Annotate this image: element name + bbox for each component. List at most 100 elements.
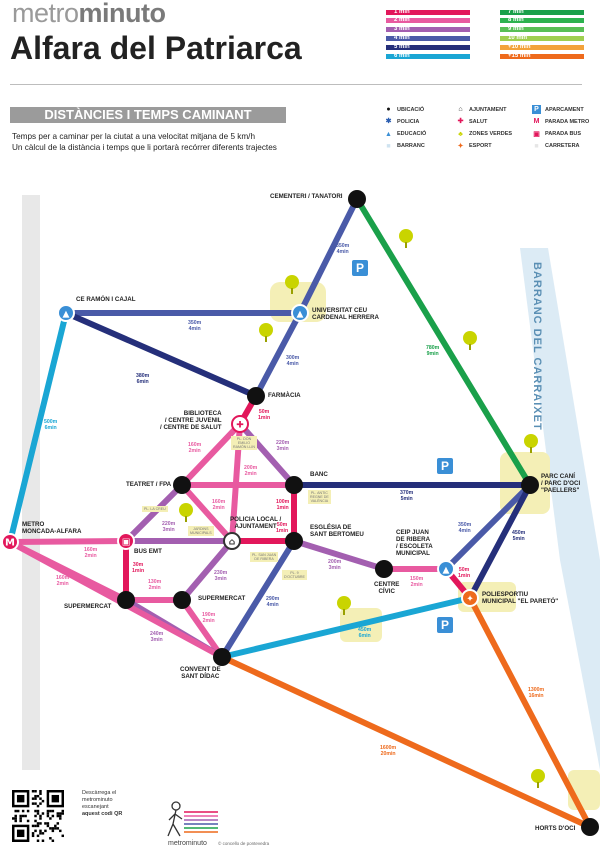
route-line [7, 539, 225, 660]
route-line [219, 538, 297, 660]
distance-label: 240m 3min [150, 631, 164, 643]
legend-label: 4 min [394, 34, 410, 41]
distance-label: 160m 2min [212, 499, 226, 511]
station-label-poliesportiu: POLIESPORTIU MUNICIPAL "EL PARETÓ" [482, 591, 559, 605]
station-node-horts [581, 818, 599, 836]
legend-color-bar: 4 min [386, 34, 470, 41]
key-entry: ▣PARADA BUS [532, 130, 581, 139]
route-line [291, 538, 387, 572]
station-node-centre [375, 560, 393, 578]
key-entry: ✦ESPORT [456, 142, 492, 151]
station-node-poli [461, 589, 479, 607]
legend-color-bar: 2 min [386, 17, 470, 24]
station-node-esg [285, 532, 303, 550]
key-label: UBICACIÓ [397, 106, 425, 113]
police-icon: ✱ [385, 118, 392, 126]
legend-color-bar: 1 min [386, 9, 470, 15]
station-label-ce-ramon: CE RAMÓN I CAJAL [76, 296, 136, 303]
legend-row: 5 min [386, 43, 470, 51]
legend-color-bar: 6 min [386, 52, 470, 59]
distance-label: 350m 4min [458, 522, 472, 534]
legend-color-bar: 5 min [386, 44, 470, 50]
health-icon: ✚ [457, 118, 464, 126]
station-node-bib [231, 415, 249, 433]
distance-label: 380m 6min [136, 373, 150, 385]
distance-label: 350m 4min [336, 243, 350, 255]
key-label: POLICIA [397, 118, 420, 125]
station-label-biblioteca: BIBLIOTECA / CENTRE JUVENIL / CENTRE DE … [160, 410, 222, 431]
route-line [237, 421, 297, 488]
distance-label: 200m 3min [328, 559, 342, 571]
route-line [7, 538, 129, 545]
tree-icon [285, 275, 299, 294]
legend-row: 10 min [500, 34, 584, 42]
distance-label: 50m 1min [458, 567, 471, 579]
distance-label: 230m 3min [214, 570, 228, 582]
station-label-policia: POLICIA LOCAL / AJUNTAMENT [230, 516, 282, 530]
legend-label: 6 min [394, 52, 410, 59]
distance-label: 220m 3min [276, 440, 290, 452]
legend-row: 7 min [500, 8, 584, 16]
green-zone-icon: ♣ [458, 130, 463, 138]
route-line [63, 310, 259, 399]
station-label-teatret: TEATRET / FPA [126, 481, 172, 488]
legend-color-bar: 8 min [500, 17, 584, 24]
education-icon: ▲ [385, 130, 392, 138]
road-icon: ■ [534, 142, 539, 150]
edu-icon: ▲ [443, 566, 450, 576]
legend-label: +15 min [508, 52, 531, 59]
distance-label: 370m 5min [400, 490, 414, 502]
edu-icon: ▲ [63, 310, 70, 320]
legend-label: 10 min [508, 34, 528, 41]
key-label: CARRETERA [545, 143, 580, 150]
distance-label: 350m 4min [188, 320, 202, 332]
distance-label: 160m 2min [84, 547, 98, 559]
station-node-conv [213, 648, 231, 666]
key-entry: ⌂AJUNTAMENT [456, 105, 506, 114]
station-node-banc [285, 476, 303, 494]
distance-label: 500m 6min [44, 419, 58, 431]
route-line [219, 654, 593, 830]
tree-icon [179, 503, 193, 522]
station-label-cementeri: CEMENTERI / TANATORI [270, 193, 343, 200]
legend-color-bar: 3 min [386, 26, 470, 33]
qr-code[interactable] [12, 790, 64, 842]
bus-icon: ▣ [122, 538, 131, 548]
station-label-metro: METRO MONCADA-ALFARA [22, 521, 82, 535]
route-line [179, 421, 243, 488]
city-title: Alfara del Patriarca [10, 30, 302, 66]
parking-icon: P [437, 617, 453, 633]
route-line [179, 597, 225, 660]
qr-caption: Descàrrega el metrominuto escanejant aqu… [82, 790, 123, 817]
key-label: EDUCACIÓ [397, 131, 427, 138]
station-label-horts: HORTS D'OCI [535, 825, 576, 832]
key-label: APARCAMENT [545, 106, 584, 113]
legend-color-bar: +15 min [500, 52, 584, 59]
distance-label: 130m 2min [148, 579, 162, 591]
key-label: PARADA BUS [545, 131, 582, 138]
station-label-esglesia: ESGLÉSIA DE SANT BERTOMEU [310, 524, 364, 538]
station-node-parc [521, 476, 539, 494]
key-entry: P APARCAMENT [532, 105, 584, 114]
key-entry: ● UBICACIÓ [384, 105, 424, 114]
key-entry: ■ CARRETERA [532, 142, 580, 151]
left-border-strip [22, 195, 40, 770]
station-node-metro [1, 533, 19, 551]
location-icon: ● [386, 106, 391, 113]
distance-label: 780m 9min [426, 345, 440, 357]
route-line [467, 595, 593, 830]
distance-label: 220m 3min [162, 521, 176, 533]
station-label-supermercat: SUPERMERCAT [64, 603, 112, 610]
plaza-label: JARDINS MUNICIPALS [188, 526, 214, 536]
tree-icon [524, 434, 538, 453]
legend-row: 3 min [386, 26, 470, 34]
station-label-convent: CONVENT DE SANT DÍDAC [180, 666, 221, 680]
legend-label: 2 min [394, 17, 410, 24]
ravine-strip [520, 248, 600, 770]
footer-credit: © concello de pontevedra [218, 841, 270, 846]
distance-label: 50m 1min [276, 522, 289, 534]
header-divider [10, 84, 582, 85]
parking-icon: P [532, 105, 541, 114]
